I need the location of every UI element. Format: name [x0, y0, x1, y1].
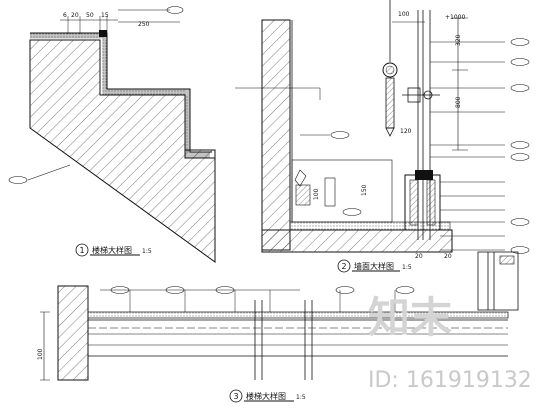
detail-1-number-bubble — [75, 243, 89, 257]
material-tag-1 — [166, 6, 184, 14]
strip-tag-a — [110, 286, 130, 294]
dim-2-100: 100 — [398, 11, 410, 18]
dim-2-100b: 100 — [313, 188, 320, 200]
watermark-logo: 知末 — [368, 293, 452, 342]
callout-tag-h — [330, 131, 350, 139]
detail-1-stair-section: 6 20 50 15 250 1 楼梯大样图 1:5 — [8, 6, 216, 263]
dim-2-20b: 20 — [415, 253, 423, 260]
detail-2-wall-section: +1000 320 800 100 120 150 100 20 20 — [235, 0, 530, 273]
detail-3-scale: 1:5 — [296, 394, 306, 401]
dim-1b: 20 — [71, 12, 79, 19]
callout-tag-a — [510, 38, 530, 46]
dim-2-320: 320 — [455, 34, 462, 46]
dim-2-150: 150 — [361, 184, 368, 196]
callout-tag-c — [510, 84, 530, 92]
dim-1d: 15 — [101, 12, 109, 19]
callout-tag-e — [510, 153, 530, 161]
detail-2-number-bubble — [337, 259, 351, 273]
material-tag-2 — [8, 176, 28, 184]
dim-2-120: 120 — [400, 128, 412, 135]
detail-1-scale: 1:5 — [142, 248, 152, 255]
strip-tag-b — [165, 286, 185, 294]
callout-tag-d — [510, 141, 530, 149]
detail-2-scale: 1:5 — [402, 264, 412, 271]
dim-2-top: +1000 — [445, 14, 465, 21]
dim-2-20a: 20 — [444, 253, 452, 260]
dim-3-100: 100 — [37, 348, 44, 360]
dim-1e: 250 — [138, 21, 150, 28]
strip-tag-e — [395, 286, 415, 294]
callout-tag-i — [342, 208, 362, 216]
detail-3-number: 3 — [234, 392, 239, 401]
callout-tag-g — [510, 246, 530, 254]
watermark: 知末 ID: 161919132 — [368, 293, 532, 393]
detail-2-number: 2 — [342, 262, 347, 271]
detail-2-title: 墙面大样图 — [354, 261, 394, 271]
side-mini-section — [477, 251, 519, 311]
dim-1c: 50 — [86, 12, 94, 19]
detail-3-number-bubble — [229, 389, 243, 403]
callout-tag-b — [510, 58, 530, 66]
strip-tag-d — [335, 286, 355, 294]
detail-3-title: 楼梯大样图 — [246, 391, 286, 401]
detail-3-stair-strip: 100 3 楼梯大样图 1:5 — [37, 285, 509, 403]
dim-1a: 6 — [63, 12, 67, 19]
strip-tag-c — [215, 286, 235, 294]
dim-2-800: 800 — [455, 96, 462, 108]
callout-tag-f — [510, 218, 530, 226]
detail-1-number: 1 — [80, 246, 85, 255]
detail-1-title: 楼梯大样图 — [92, 245, 132, 255]
watermark-id: ID: 161919132 — [368, 368, 532, 393]
